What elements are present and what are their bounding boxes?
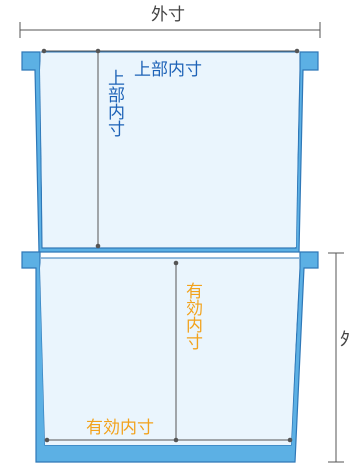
upper-inner-vertical-label: 上部内寸 [104, 69, 125, 137]
upper-inner-height-dimension: 上部内寸 [95, 48, 125, 249]
effective-inner-label: 有効内寸 [86, 418, 154, 438]
upper-inner-width-dimension: 上部内寸 [41, 48, 300, 80]
side-outer-label: 外寸 [340, 330, 350, 350]
side-outer-height-dimension: 外寸 [328, 252, 350, 463]
effective-inner-width-dimension: 有効内寸 [44, 418, 293, 443]
lower-container [21, 251, 319, 463]
upper-container [21, 51, 319, 253]
lower-container-interior [40, 258, 299, 445]
effective-inner-vertical-label: 有効内寸 [182, 282, 203, 350]
upper-container-wall [21, 51, 319, 253]
upper-inner-label: 上部内寸 [134, 60, 202, 80]
outer-size-label: 外寸 [151, 5, 185, 25]
top-outer-dimension: 外寸 [19, 5, 321, 38]
upper-container-interior [40, 52, 299, 247]
